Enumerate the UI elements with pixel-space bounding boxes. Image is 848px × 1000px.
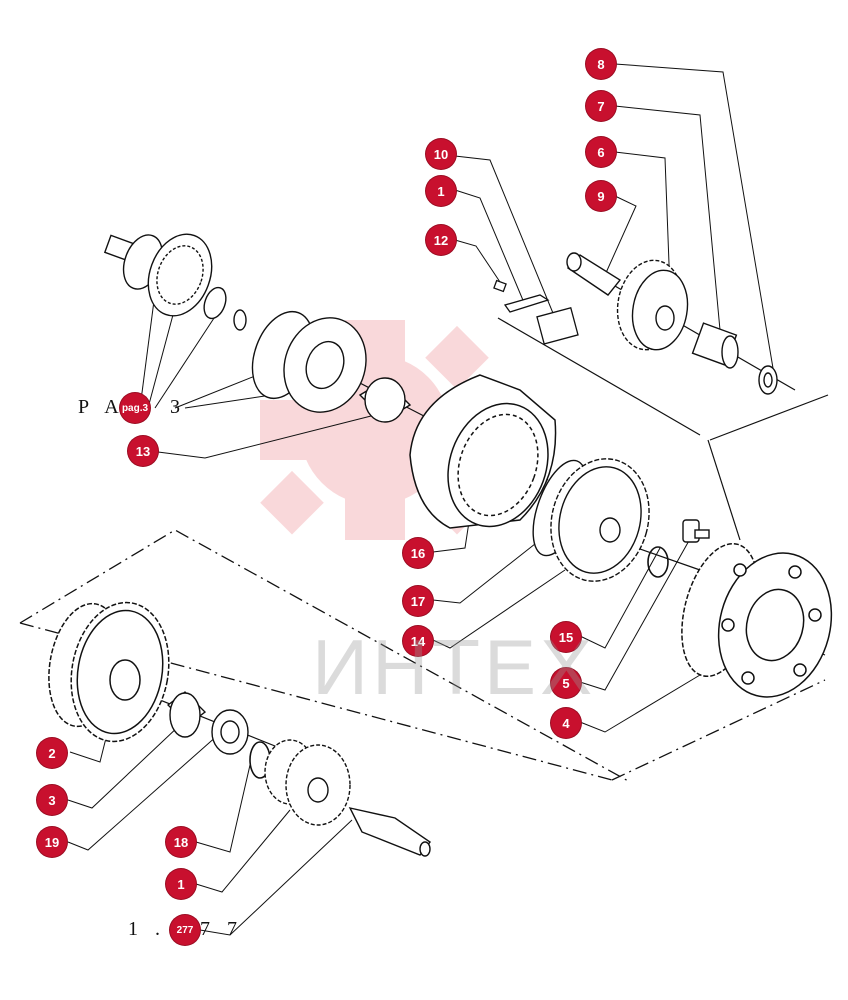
lock-plate-part xyxy=(493,279,579,345)
snap-ring-part xyxy=(647,546,669,578)
flange-housing-part xyxy=(251,310,367,413)
pinion-gear-part xyxy=(264,739,351,826)
planet-carrier-part xyxy=(532,458,650,582)
callout-17[interactable]: 17 xyxy=(403,586,433,616)
callout-277[interactable]: 277 xyxy=(170,915,200,945)
figure-code-suffix: 7 7 xyxy=(200,918,243,940)
ball-bearing-part xyxy=(211,709,249,755)
callout-14[interactable]: 14 xyxy=(403,626,433,656)
callout-8[interactable]: 8 xyxy=(586,49,616,79)
callout-12[interactable]: 12 xyxy=(426,225,456,255)
bolt-part xyxy=(682,519,710,543)
callout-15[interactable]: 15 xyxy=(551,622,581,652)
callout-18[interactable]: 18 xyxy=(166,827,196,857)
wheel-hub-part xyxy=(681,542,833,698)
needle-bearing-part xyxy=(691,322,739,369)
watermark-text: ИНТЕХ xyxy=(312,623,597,711)
callout-19[interactable]: 19 xyxy=(37,827,67,857)
thrust-washer-part xyxy=(758,365,778,395)
callout-1-bottom[interactable]: 1 xyxy=(166,869,196,899)
callout-10[interactable]: 10 xyxy=(426,139,456,169)
callout-5[interactable]: 5 xyxy=(551,668,581,698)
callout-6[interactable]: 6 xyxy=(586,137,616,167)
callout-3[interactable]: 3 xyxy=(37,785,67,815)
page-reference-prefix: P A xyxy=(78,396,125,418)
group-outline-lines xyxy=(497,317,829,541)
planet-pin-part xyxy=(566,252,622,296)
callout-7[interactable]: 7 xyxy=(586,91,616,121)
spacer-bushing-part xyxy=(358,377,412,423)
callout-1-top[interactable]: 1 xyxy=(426,176,456,206)
planet-gear-part xyxy=(616,259,689,351)
differential-assembly-part xyxy=(103,233,247,331)
callout-4[interactable]: 4 xyxy=(551,708,581,738)
ring-gear-part xyxy=(409,374,557,529)
callout-page-reference[interactable]: pag.3 xyxy=(120,393,150,423)
splined-shaft-part xyxy=(348,806,432,857)
large-gear-part xyxy=(48,601,170,743)
callout-16[interactable]: 16 xyxy=(403,538,433,568)
needle-bearing-lower-part xyxy=(166,691,207,738)
group-boundary-lines xyxy=(19,529,826,783)
callout-2[interactable]: 2 xyxy=(37,738,67,768)
page-reference-suffix: 3 xyxy=(170,396,186,418)
callout-9[interactable]: 9 xyxy=(586,181,616,211)
callout-13[interactable]: 13 xyxy=(128,436,158,466)
